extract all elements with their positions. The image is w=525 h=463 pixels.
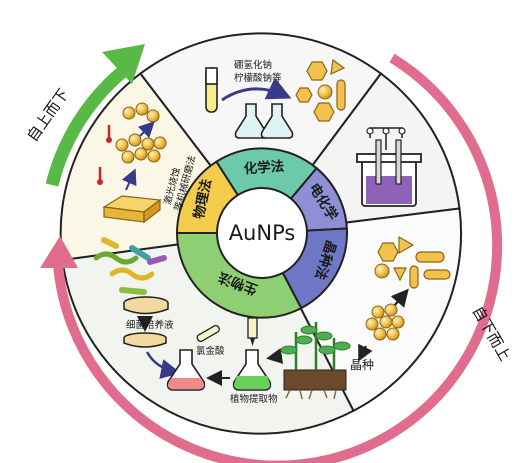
dropper-icon [196, 324, 220, 343]
seed-illustration: 晶种 [350, 235, 451, 372]
seed-label: 晶种 [350, 358, 374, 372]
top-down-arrow [45, 67, 127, 187]
seed-particle-icon [391, 315, 405, 329]
seed-particle-icon [373, 327, 387, 341]
bacteria-icon [101, 237, 119, 249]
arrow-icon [266, 348, 284, 364]
gold-particle-icon [128, 133, 142, 147]
gold-particle-icon [147, 149, 161, 163]
electrochemical-illustration [356, 127, 422, 207]
bio-plant-label: 植物提取物 [230, 393, 278, 405]
arrow-icon [221, 77, 292, 102]
bio-chloroauric-label: 氯金酸 [196, 345, 225, 357]
bacteria-icon [93, 251, 139, 265]
flask-icon [260, 103, 294, 139]
gold-particle-icon [146, 109, 160, 123]
seed-particle-icon [371, 305, 385, 319]
gold-particle-icon [134, 147, 148, 161]
gold-rod-icon [409, 265, 419, 289]
gold-rod-icon [415, 251, 445, 263]
center-label: AuNPs [229, 221, 296, 245]
top-down-arrowhead-icon [102, 44, 145, 84]
bacteria-icon [147, 255, 167, 265]
gold-rod-icon [336, 79, 346, 111]
electrode-icon [375, 139, 382, 185]
arrow-icon [137, 121, 155, 139]
gold-triangle-icon [398, 235, 415, 255]
bottom-up-arrow [53, 53, 503, 463]
gold-hexagon-icon [306, 61, 328, 81]
bacteria-icon [119, 287, 147, 295]
gold-hexagon-icon [313, 102, 335, 122]
soil-icon [283, 369, 347, 391]
gold-particle-icon [115, 138, 129, 152]
gold-particle-icon [153, 136, 167, 150]
gold-triangle-icon [393, 267, 407, 282]
bacteria-icon [129, 245, 151, 261]
seed-particle-icon [379, 315, 393, 329]
gold-particle-icon [317, 84, 333, 100]
dropper-icon [247, 317, 258, 339]
gold-particle-icon [122, 106, 136, 120]
seed-particle-icon [384, 303, 398, 317]
bottom-up-arrowhead-icon [40, 236, 78, 268]
bacteria-icon [109, 267, 155, 281]
chemical-reagent-line1: 硼氢化钠 [234, 59, 272, 71]
center-circle [216, 187, 308, 279]
chemical-reagent-line2: 柠檬酸钠等 [234, 72, 282, 84]
arrow-icon [358, 343, 373, 362]
arrow-icon [390, 288, 409, 308]
seed-particle-icon [365, 317, 379, 331]
arrow-icon [121, 168, 137, 191]
method-label-chemical: 化学法 [243, 158, 285, 178]
electrode-icon [395, 139, 402, 185]
gold-particle-icon [135, 102, 149, 116]
gold-rod-icon [423, 269, 451, 280]
bio-culture-label: 细菌培养液 [126, 319, 174, 331]
gold-hexagon-icon [295, 87, 313, 103]
gold-hexagon-icon [377, 242, 399, 262]
arrow-icon [145, 351, 181, 379]
chemical-illustration: 硼氢化钠 柠檬酸钠等 [205, 58, 346, 139]
seed-particle-icon [386, 327, 400, 341]
gold-particle-icon [374, 263, 390, 279]
gold-triangle-icon [330, 58, 346, 76]
biological-illustration: 细菌培养液 氯金酸 植物提取物 [93, 237, 351, 405]
gold-particle-icon [121, 150, 135, 164]
